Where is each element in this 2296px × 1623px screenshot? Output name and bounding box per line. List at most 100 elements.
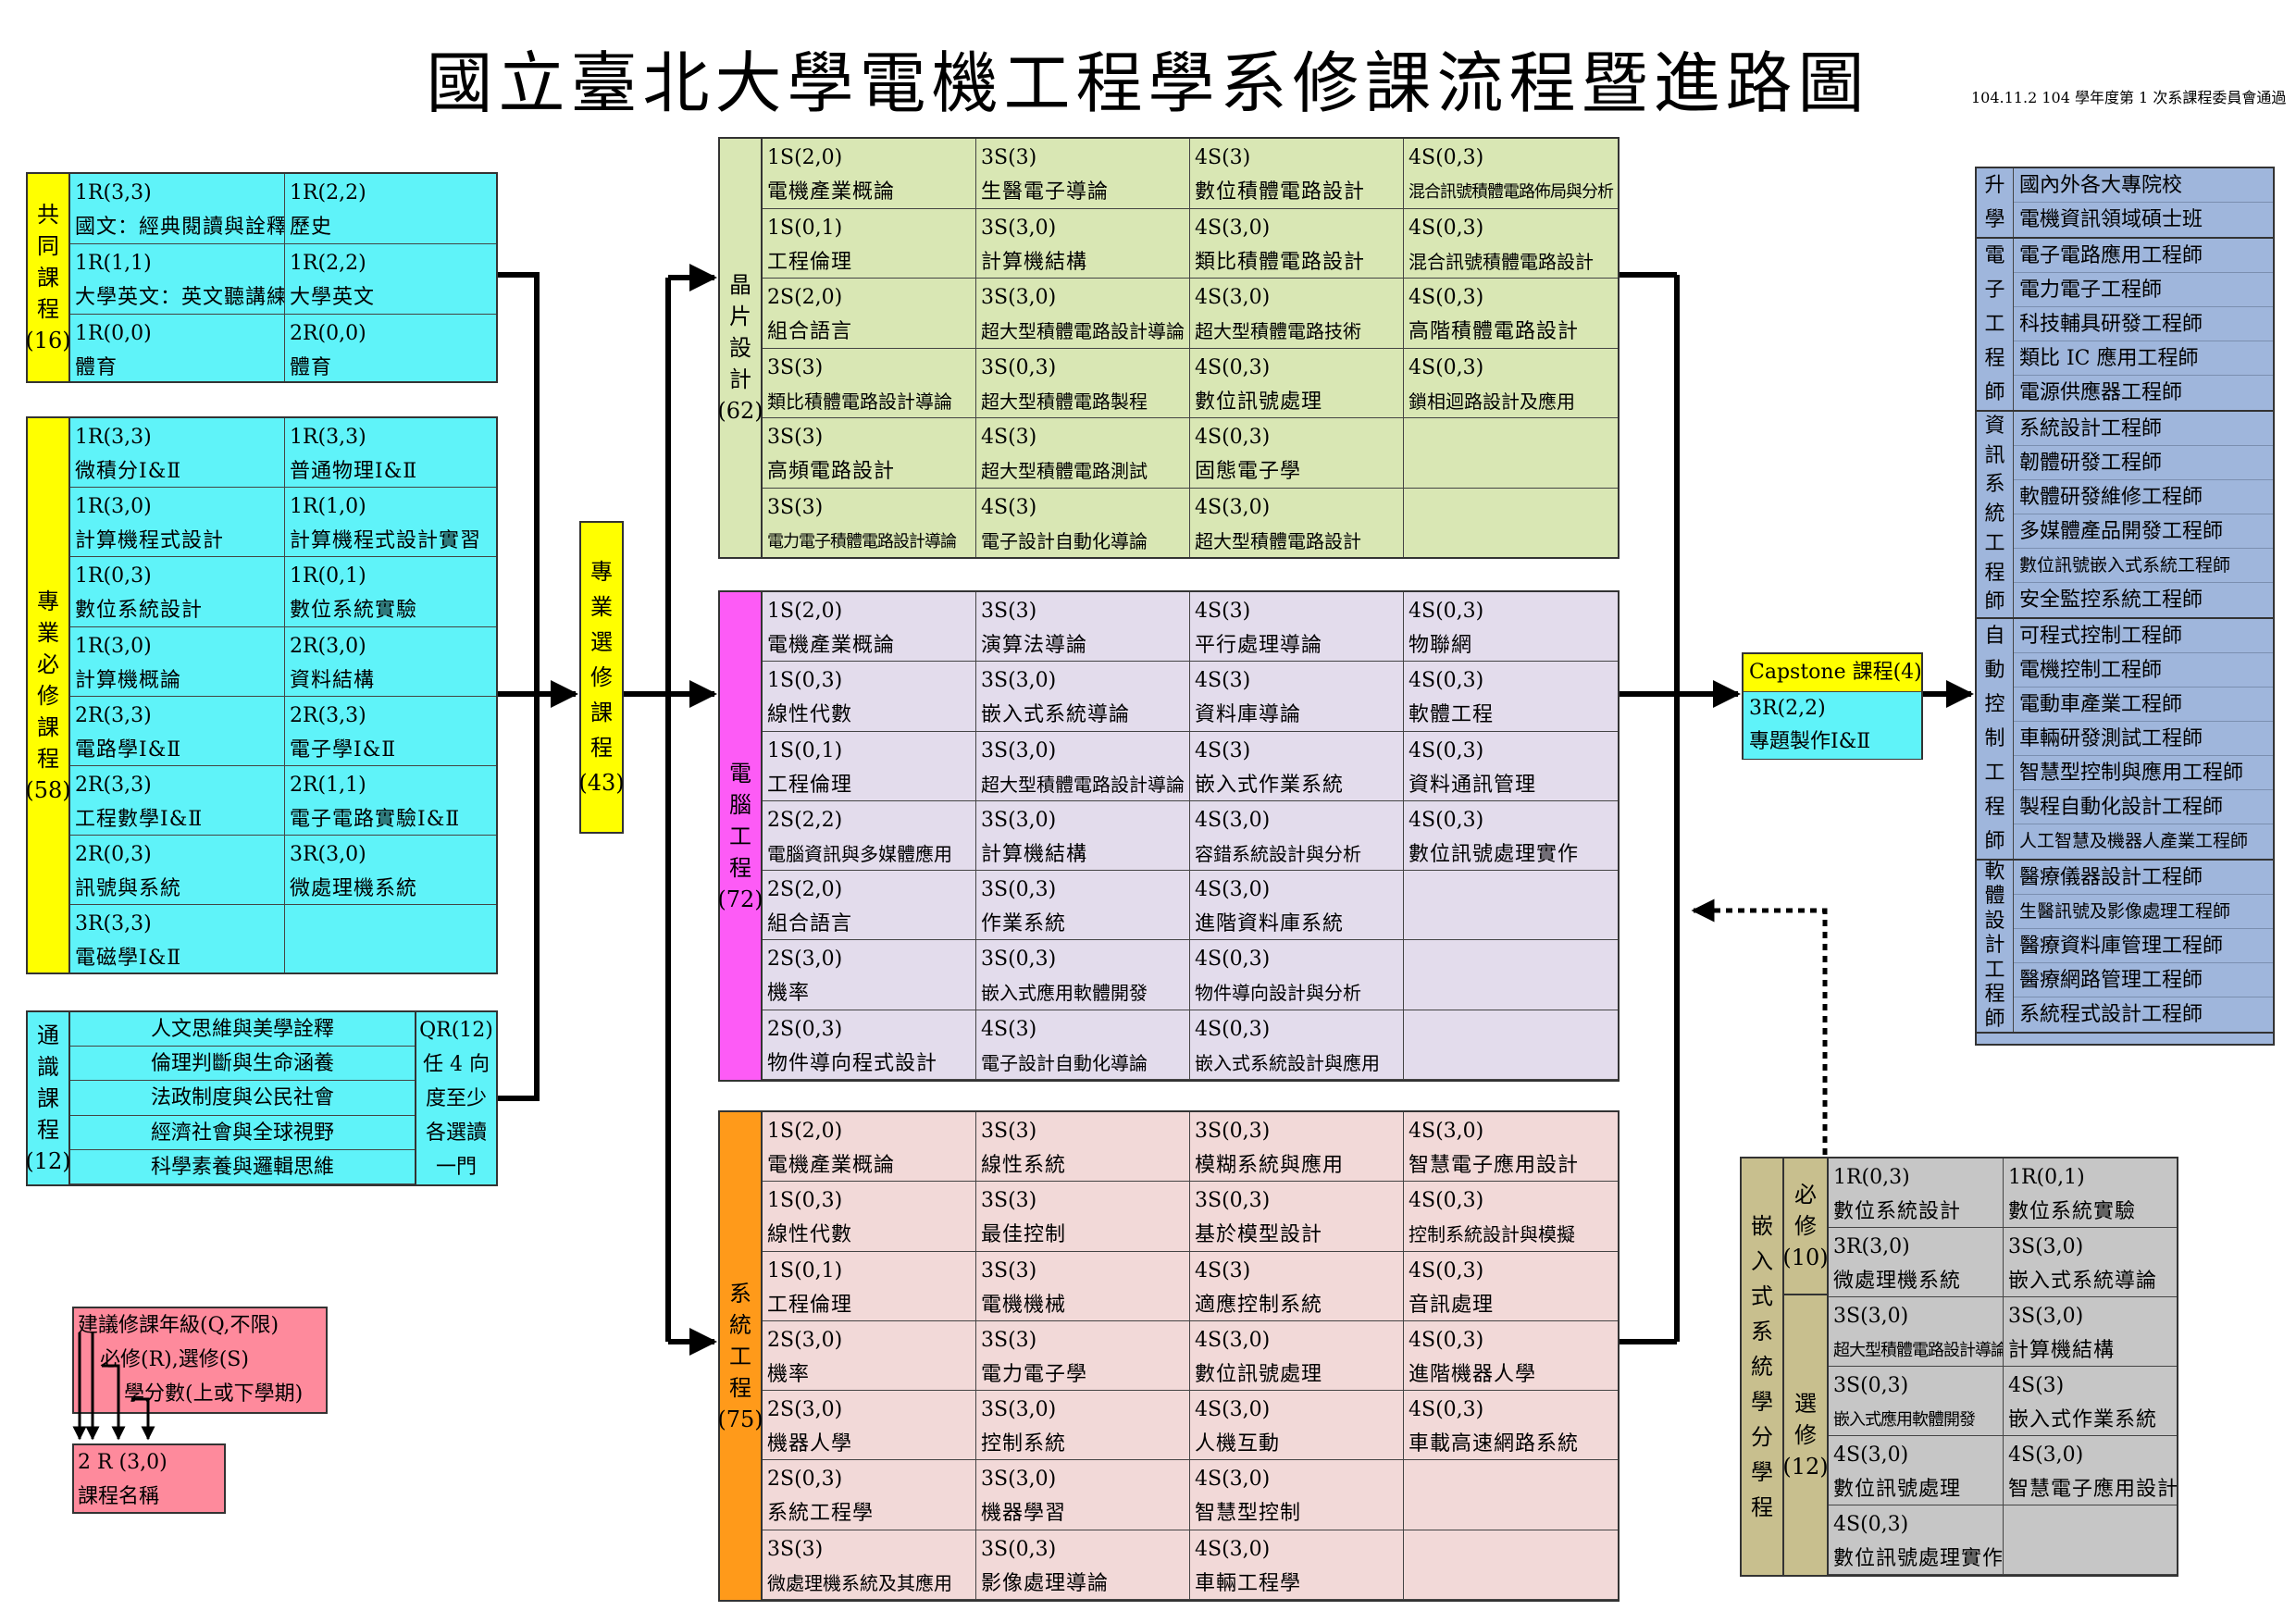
- course-code: 1R(2,2): [290, 181, 366, 204]
- career-item: 國內外各大專院校: [2014, 168, 2273, 203]
- label-char: 片: [729, 304, 751, 329]
- course-code: 1R(0,3): [1833, 1166, 1910, 1189]
- career-group: 升學國內外各大專院校電機資訊領域碩士班: [1977, 168, 2273, 239]
- course-code: 3S(3,0): [981, 286, 1057, 310]
- course-cell: 4S(0,3)控制系統設計與模擬: [1404, 1182, 1618, 1252]
- course-cell: 2S(3,0)機器人學: [763, 1391, 976, 1461]
- course-cell: 1R(3,0)計算機程式設計: [70, 488, 285, 558]
- course-code: 1S(0,1): [767, 738, 843, 762]
- course-code: 3S(3): [767, 495, 824, 519]
- course-code: 1R(1,0): [290, 495, 366, 519]
- general-item: 倫理判斷與生命涵養: [70, 1047, 415, 1082]
- course-name: 微處理機系統: [290, 877, 418, 901]
- course-cell: 4S(3)嵌入式作業系統: [1190, 731, 1404, 801]
- label-char: 體: [1984, 885, 2005, 909]
- general-item: 經濟社會與全球視野: [70, 1116, 415, 1150]
- course-code: 2S(2,0): [767, 286, 843, 310]
- course-code: 3S(3,0): [981, 738, 1057, 762]
- common-label: 共同課程(16): [25, 172, 71, 383]
- course-code: 1R(3,0): [75, 634, 152, 658]
- course-code: 3S(3,0): [981, 1398, 1057, 1422]
- course-code: 1R(3,3): [75, 181, 152, 204]
- course-name: 電磁學Ⅰ&Ⅱ: [75, 947, 182, 971]
- label-char: 腦: [729, 791, 751, 818]
- course-cell: 4S(0,3)數位訊號處理實作: [1829, 1505, 2004, 1575]
- course-cell: 4S(0,3)高階積體電路設計: [1404, 279, 1618, 349]
- course-name: 超大型積體電路測試: [981, 460, 1148, 483]
- course-code: 2R(3,3): [75, 773, 152, 797]
- course-cell: 3S(0,3)嵌入式應用軟體開發: [1829, 1367, 2004, 1436]
- course-name: 嵌入式應用軟體開發: [1833, 1410, 1976, 1430]
- course-name: 電路學Ⅰ&Ⅱ: [75, 737, 182, 762]
- label-char: (58): [25, 776, 71, 803]
- course-code: 3S(3,0): [981, 808, 1057, 832]
- course-code: 4S(3,0): [1195, 1468, 1271, 1492]
- course-cell: 4S(3,0) 智慧電子應用設計: [2004, 1436, 2178, 1505]
- course-cell: 3S(3)高頻電路設計: [763, 418, 976, 489]
- label-char: 專: [37, 588, 59, 614]
- course-cell: 1S(0,1)工程倫理: [763, 1251, 976, 1321]
- course-code: 1R(3,3): [75, 426, 152, 449]
- course-cell: 3S(3,0)嵌入式系統導論: [976, 662, 1190, 732]
- course-name: 固態電子學: [1195, 460, 1302, 484]
- career-item: 安全監控系統工程師: [2019, 588, 2203, 612]
- course-name: 類比積體電路設計: [1195, 250, 1366, 274]
- course-cell: 4S(0,3)軟體工程: [1404, 662, 1618, 732]
- course-cell: 3S(3,0)控制系統: [976, 1391, 1190, 1461]
- course-code: 4S(0,3): [1409, 1398, 1484, 1422]
- course-cell: 3S(3)電力電子積體電路設計導論: [763, 488, 976, 557]
- label-char: 入: [1751, 1248, 1773, 1274]
- capstone-title: Capstone 課程(4): [1744, 654, 1922, 692]
- course-code: 1R(0,1): [2008, 1166, 2085, 1189]
- course-cell: 4S(3)數位積體電路設計: [1190, 139, 1404, 209]
- course-code: 4S(3): [981, 426, 1037, 450]
- course-name: 數位訊號處理: [1833, 1478, 1962, 1501]
- course-name: 微處理機系統及其應用: [767, 1571, 952, 1594]
- course-code: 4S(3,0): [1195, 1537, 1271, 1561]
- label-char: (72): [717, 886, 763, 912]
- course-name: 影像處理導論: [981, 1571, 1110, 1595]
- course-cell: 3S(3,0)超大型積體電路設計導論: [976, 279, 1190, 349]
- label-char: 各選讀: [425, 1121, 487, 1145]
- label-char: 控: [1984, 693, 2005, 717]
- course-code: 4S(3,0): [2008, 1443, 2084, 1467]
- course-cell: 4S(0,3)數位訊號處理: [1190, 348, 1404, 419]
- label-char: 度至少: [425, 1086, 487, 1110]
- label-char: 程: [37, 745, 59, 772]
- course-code: 4S(0,3): [1409, 1189, 1484, 1213]
- course-cell: 3S(3,0)超大型積體電路設計導論: [976, 731, 1190, 801]
- course-name: 嵌入式系統導論: [2008, 1270, 2158, 1293]
- course-cell: 2R(3,3)電路學Ⅰ&Ⅱ: [70, 696, 285, 766]
- career-item: 製程自動化設計工程師: [2014, 790, 2273, 825]
- course-name: 模糊系統與應用: [1195, 1154, 1345, 1177]
- course-cell: 1R(0,1)數位系統實驗: [2004, 1158, 2177, 1228]
- careers-panel: 升學國內外各大專院校電機資訊領域碩士班電子工程師電子電路應用工程師電力電子工程師…: [1975, 167, 2275, 1046]
- course-name: 數位訊號處理實作: [1409, 842, 1580, 866]
- label-char: 識: [37, 1054, 59, 1080]
- course-cell: 3S(3,0)機器學習: [976, 1460, 1190, 1530]
- course-code: 2R(1,1): [290, 773, 366, 797]
- course-code: 3S(3): [981, 600, 1037, 623]
- course-code: 3S(0,3): [1195, 1120, 1271, 1143]
- course-code: 4S(3,0): [1195, 878, 1271, 902]
- course-code: 1S(0,1): [767, 1258, 843, 1282]
- course-cell: 1R(3,3)國文：經典閱讀與詮釋: [70, 174, 285, 244]
- course-cell: 3S(0,3)影像處理導論: [976, 1530, 1190, 1600]
- course-name: 電子電路實驗Ⅰ&Ⅱ: [290, 807, 461, 831]
- course-cell: 2R(1,1) 電子電路實驗Ⅰ&Ⅱ: [285, 766, 496, 836]
- legend-example-code: 2 R (3,0): [78, 1451, 168, 1474]
- label-char: 同: [37, 233, 59, 259]
- career-item: 電子電路應用工程師: [2014, 239, 2273, 273]
- course-code: 4S(3,0): [1195, 495, 1271, 519]
- course-name: 混合訊號積體電路佈局與分析: [1409, 182, 1614, 202]
- course-cell: 4S(3,0)數位訊號處理: [1829, 1436, 2004, 1505]
- course-cell: 3R(3,0)微處理機系統: [285, 836, 496, 906]
- label-char: 工: [1984, 313, 2005, 336]
- course-name: 基於模型設計: [1195, 1223, 1323, 1247]
- course-name: 智慧電子應用設計: [2008, 1478, 2178, 1501]
- course-name: 數位系統設計: [75, 599, 204, 623]
- label-char: QR(12): [419, 1018, 493, 1042]
- label-char: 子: [1984, 279, 2005, 302]
